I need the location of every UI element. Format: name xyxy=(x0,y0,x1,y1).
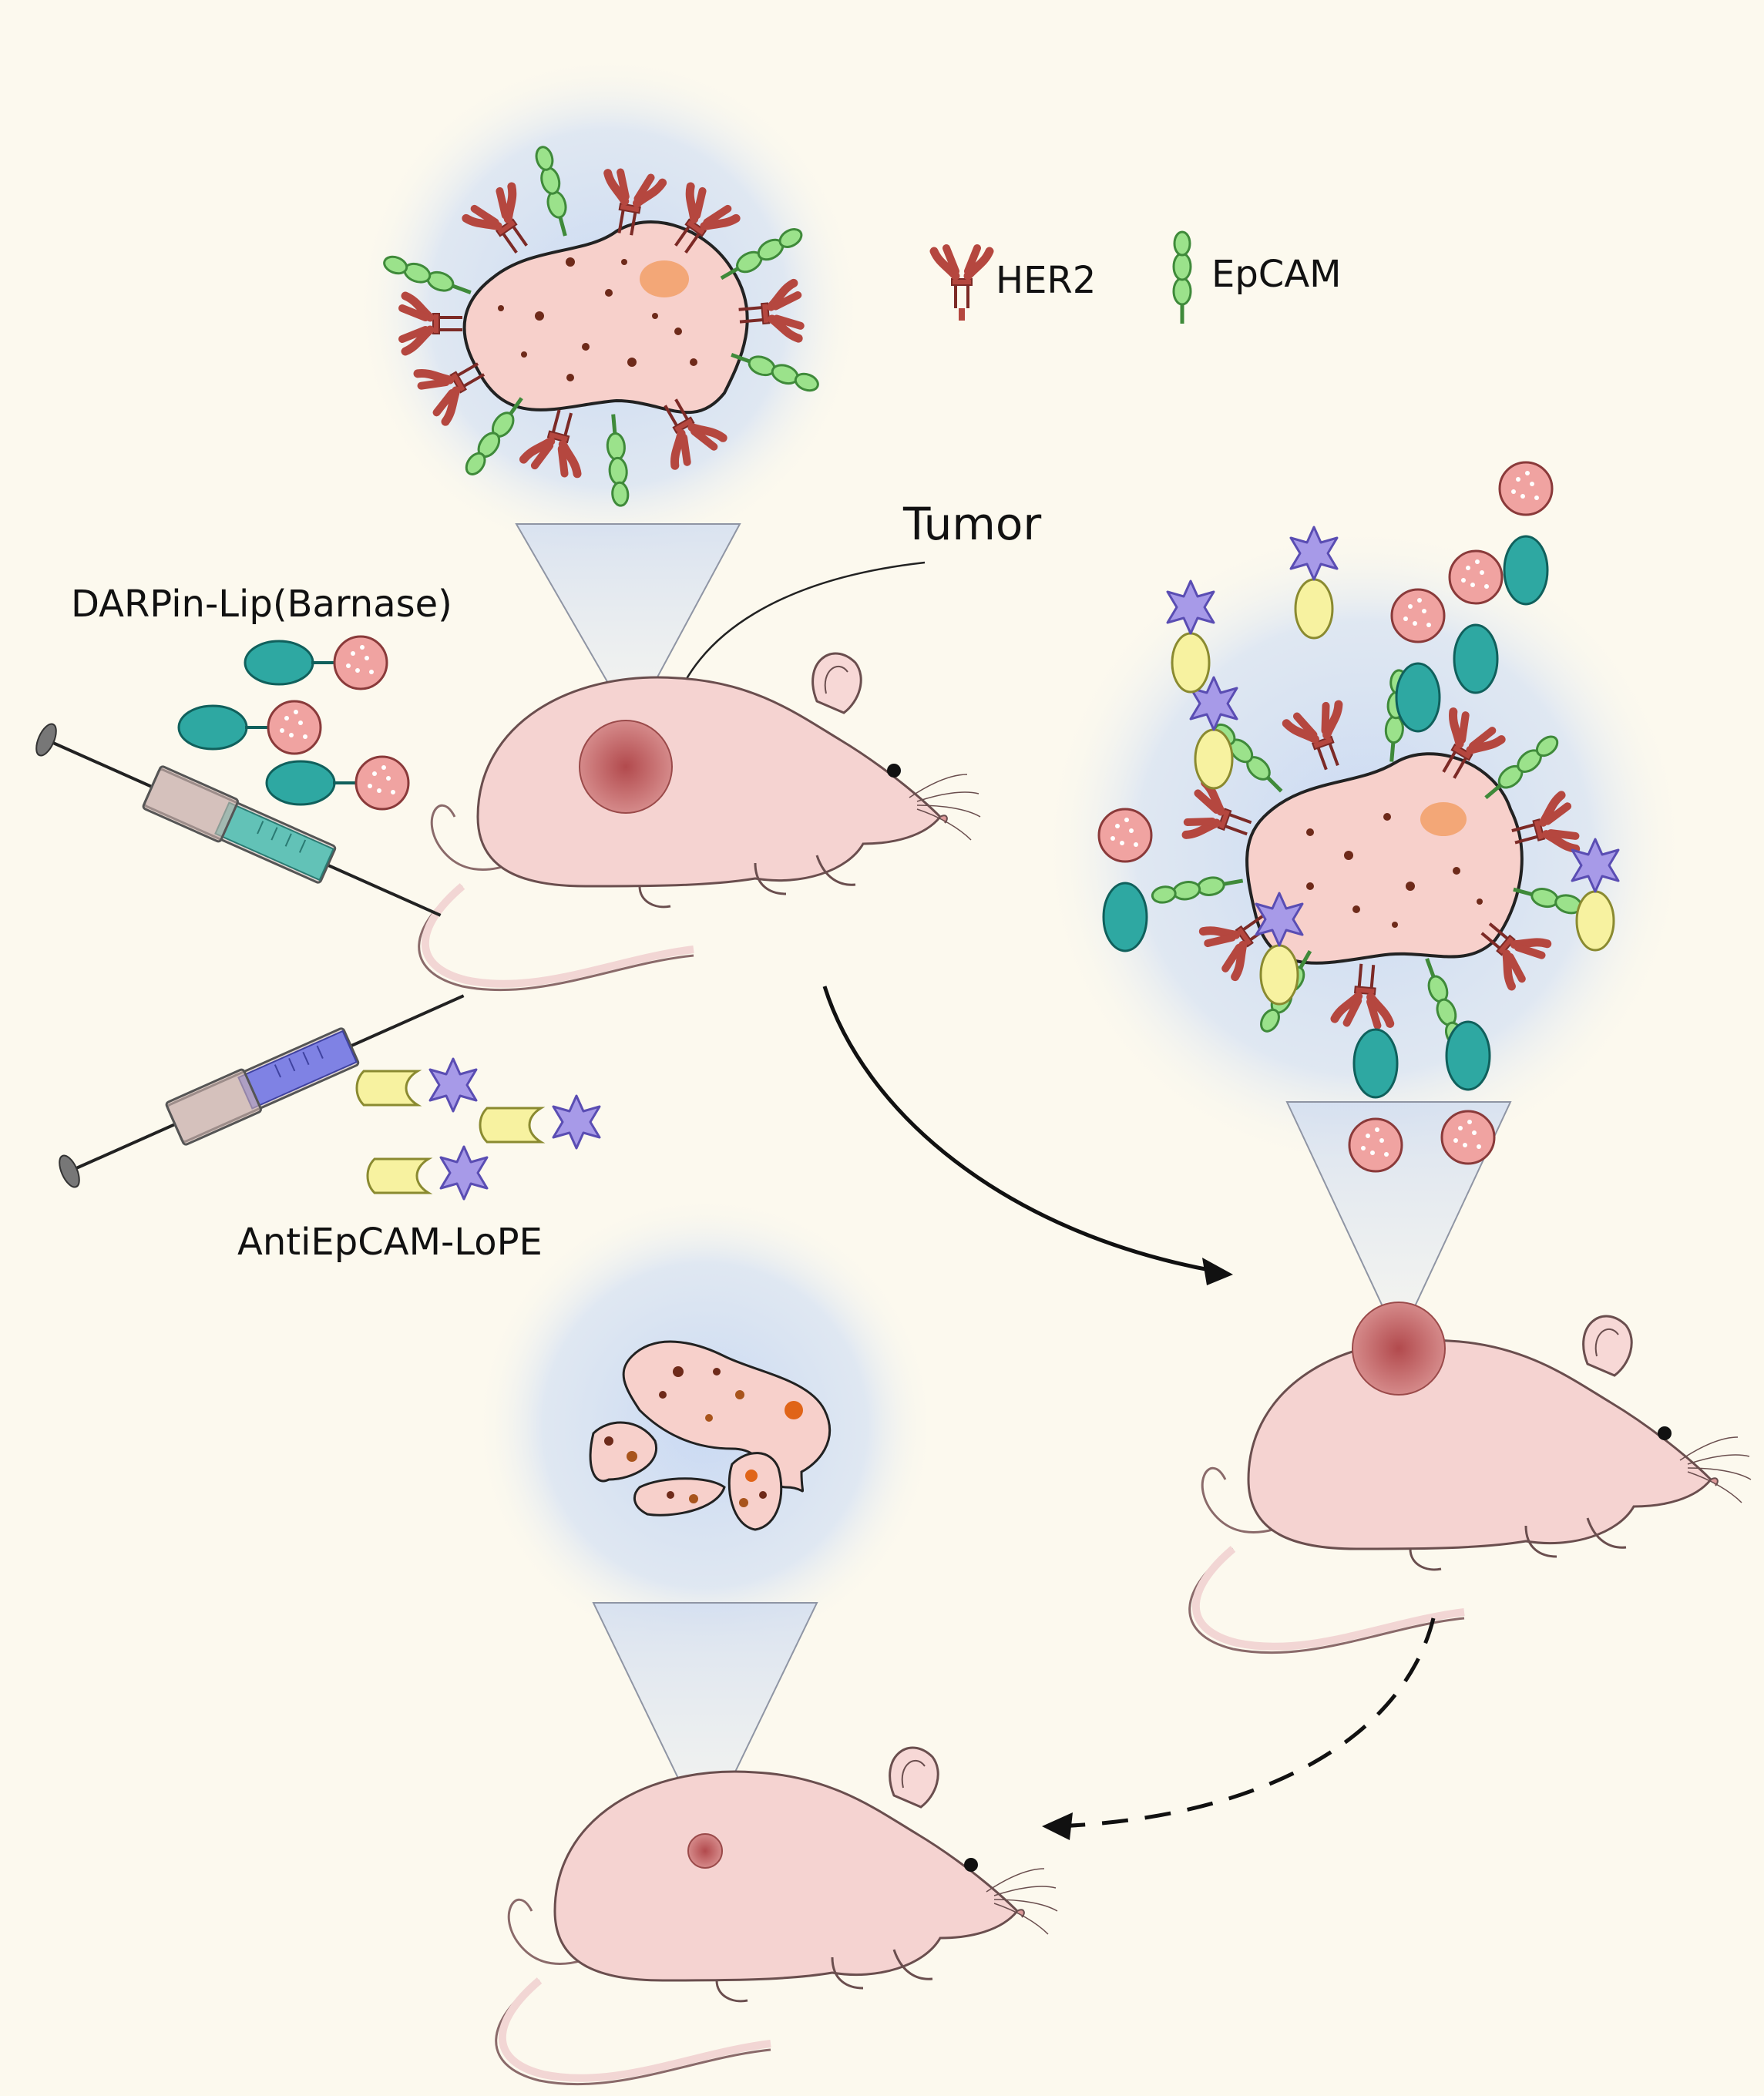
mouse-1 xyxy=(419,653,980,990)
pseudomonas-exotoxin-icon xyxy=(552,1094,601,1150)
syringe-icon-bottom xyxy=(59,994,465,1188)
antiepcam-lope-agent xyxy=(479,1094,601,1150)
fragmented-cell-group xyxy=(474,1194,936,1836)
pseudomonas-exotoxin-icon xyxy=(439,1145,489,1201)
epcam-icon xyxy=(1174,232,1191,324)
antiepcam-lope-agents xyxy=(355,1057,601,1201)
liposome-icon xyxy=(267,700,322,755)
darpin-lip-agent xyxy=(244,635,388,690)
bound-darpin-lip xyxy=(1390,588,1446,733)
regression-arrowhead xyxy=(1042,1812,1073,1840)
bound-darpin-lip xyxy=(1348,1028,1403,1173)
tumor-label: Tumor xyxy=(902,498,1041,550)
bound-darpin-lip xyxy=(1448,549,1504,694)
right-cell-nucleus xyxy=(1420,802,1467,836)
top-cell-group xyxy=(354,54,863,727)
bound-antiepcam-lope xyxy=(1289,526,1339,640)
regression-arrow xyxy=(1055,1617,1436,1829)
fragment-granules xyxy=(604,1366,803,1507)
legend-her2-label: HER2 xyxy=(996,259,1096,302)
mouse-icon xyxy=(1190,1316,1751,1653)
mouse-icon xyxy=(419,653,980,990)
cell-fragment xyxy=(633,1477,726,1517)
darpin-lip-agent xyxy=(177,700,322,755)
right-cell-granules xyxy=(1306,813,1483,928)
top-cell-beam xyxy=(515,523,741,727)
antiepcam-lope-agent xyxy=(355,1057,478,1113)
legend: HER2 EpCAM xyxy=(934,232,1342,324)
right-cell-beam xyxy=(1285,1101,1512,1343)
tumor-mouse-3 xyxy=(687,1833,723,1869)
darpin-lip-agent xyxy=(265,755,410,811)
cell-granules xyxy=(498,257,697,381)
mouse-2 xyxy=(1190,1316,1751,1653)
bound-darpin-lip xyxy=(1097,808,1153,952)
her2-icon xyxy=(934,248,990,321)
bound-antiepcam-lope xyxy=(1189,676,1238,790)
right-cell-receptors xyxy=(1097,461,1620,1173)
progress-arrowhead xyxy=(1202,1258,1233,1285)
mouse-icon xyxy=(496,1748,1057,2084)
tumor-mouse-2 xyxy=(1352,1302,1446,1396)
darpin-lip-agents xyxy=(177,635,410,811)
mouse-3 xyxy=(496,1748,1057,2084)
bound-antiepcam-lope xyxy=(1255,892,1304,1006)
bound-antiepcam-lope xyxy=(1166,579,1215,694)
cell-fragment xyxy=(622,1340,831,1493)
antiepcam-lope-label: AntiEpCAM-LoPE xyxy=(237,1221,543,1264)
pseudomonas-exotoxin-icon xyxy=(428,1057,478,1113)
cell-nucleus xyxy=(640,260,689,297)
bound-darpin-lip xyxy=(1498,461,1554,606)
darpin-lip-label: DARPin-Lip(Barnase) xyxy=(71,583,452,626)
liposome-icon xyxy=(333,635,388,690)
bound-antiepcam-lope xyxy=(1571,838,1620,952)
right-cell-group xyxy=(1040,461,1688,1343)
liposome-icon xyxy=(354,755,410,811)
bound-darpin-lip xyxy=(1440,1020,1496,1165)
syringe-icon-top xyxy=(35,723,442,917)
legend-epcam-label: EpCAM xyxy=(1211,253,1342,296)
tumor-mouse-1 xyxy=(579,720,673,814)
bottom-beam xyxy=(592,1602,818,1836)
cell-fragment xyxy=(727,1452,783,1531)
antiepcam-lope-agent xyxy=(366,1145,489,1201)
progress-arrow xyxy=(822,986,1218,1274)
